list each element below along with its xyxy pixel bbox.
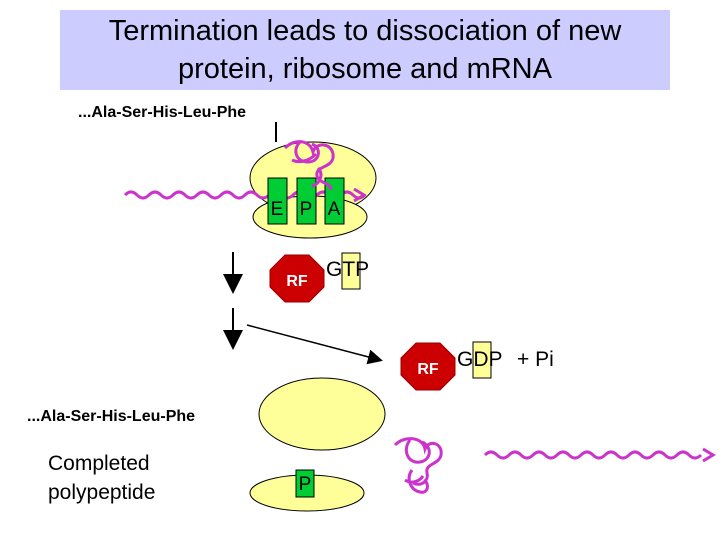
release-factor-octagon-2 <box>400 342 456 391</box>
title-banner <box>60 10 670 90</box>
release-arrow <box>246 324 383 365</box>
p-site-label: P <box>300 199 313 220</box>
rf-label-2: RF <box>417 361 439 378</box>
released-p-site <box>295 469 315 498</box>
title-line-2: protein, ribosome and mRNA <box>178 53 552 85</box>
gtp-label: GTP <box>326 258 369 281</box>
released-mrna-strand <box>483 450 703 460</box>
completed-line-1: Completed <box>48 452 150 475</box>
trna-icon <box>283 140 335 191</box>
released-p-label: P <box>299 474 312 495</box>
gtp-box <box>341 252 361 290</box>
rf-label-1: RF <box>286 273 308 290</box>
released-large-subunit <box>258 377 386 451</box>
e-site-label: E <box>271 199 284 220</box>
gdp-label: GDP <box>457 348 503 371</box>
gdp-box <box>472 341 492 379</box>
top-peptide-label: ...Ala-Ser-His-Leu-Phe <box>78 104 247 121</box>
released-trna-icon <box>393 437 443 494</box>
p-site <box>296 177 317 225</box>
completed-polypeptide-label: Completed polypeptide <box>48 449 155 507</box>
a-site-label: A <box>328 199 341 220</box>
e-site <box>267 177 288 225</box>
completed-line-2: polypeptide <box>48 481 156 504</box>
release-factor-octagon-1 <box>269 254 325 303</box>
slide-title: Termination leads to dissociation of new… <box>60 12 670 88</box>
pi-label: + Pi <box>517 348 554 371</box>
title-line-1: Termination leads to dissociation of new <box>108 15 622 47</box>
bottom-peptide-label: ...Ala-Ser-His-Leu-Phe <box>27 408 196 425</box>
